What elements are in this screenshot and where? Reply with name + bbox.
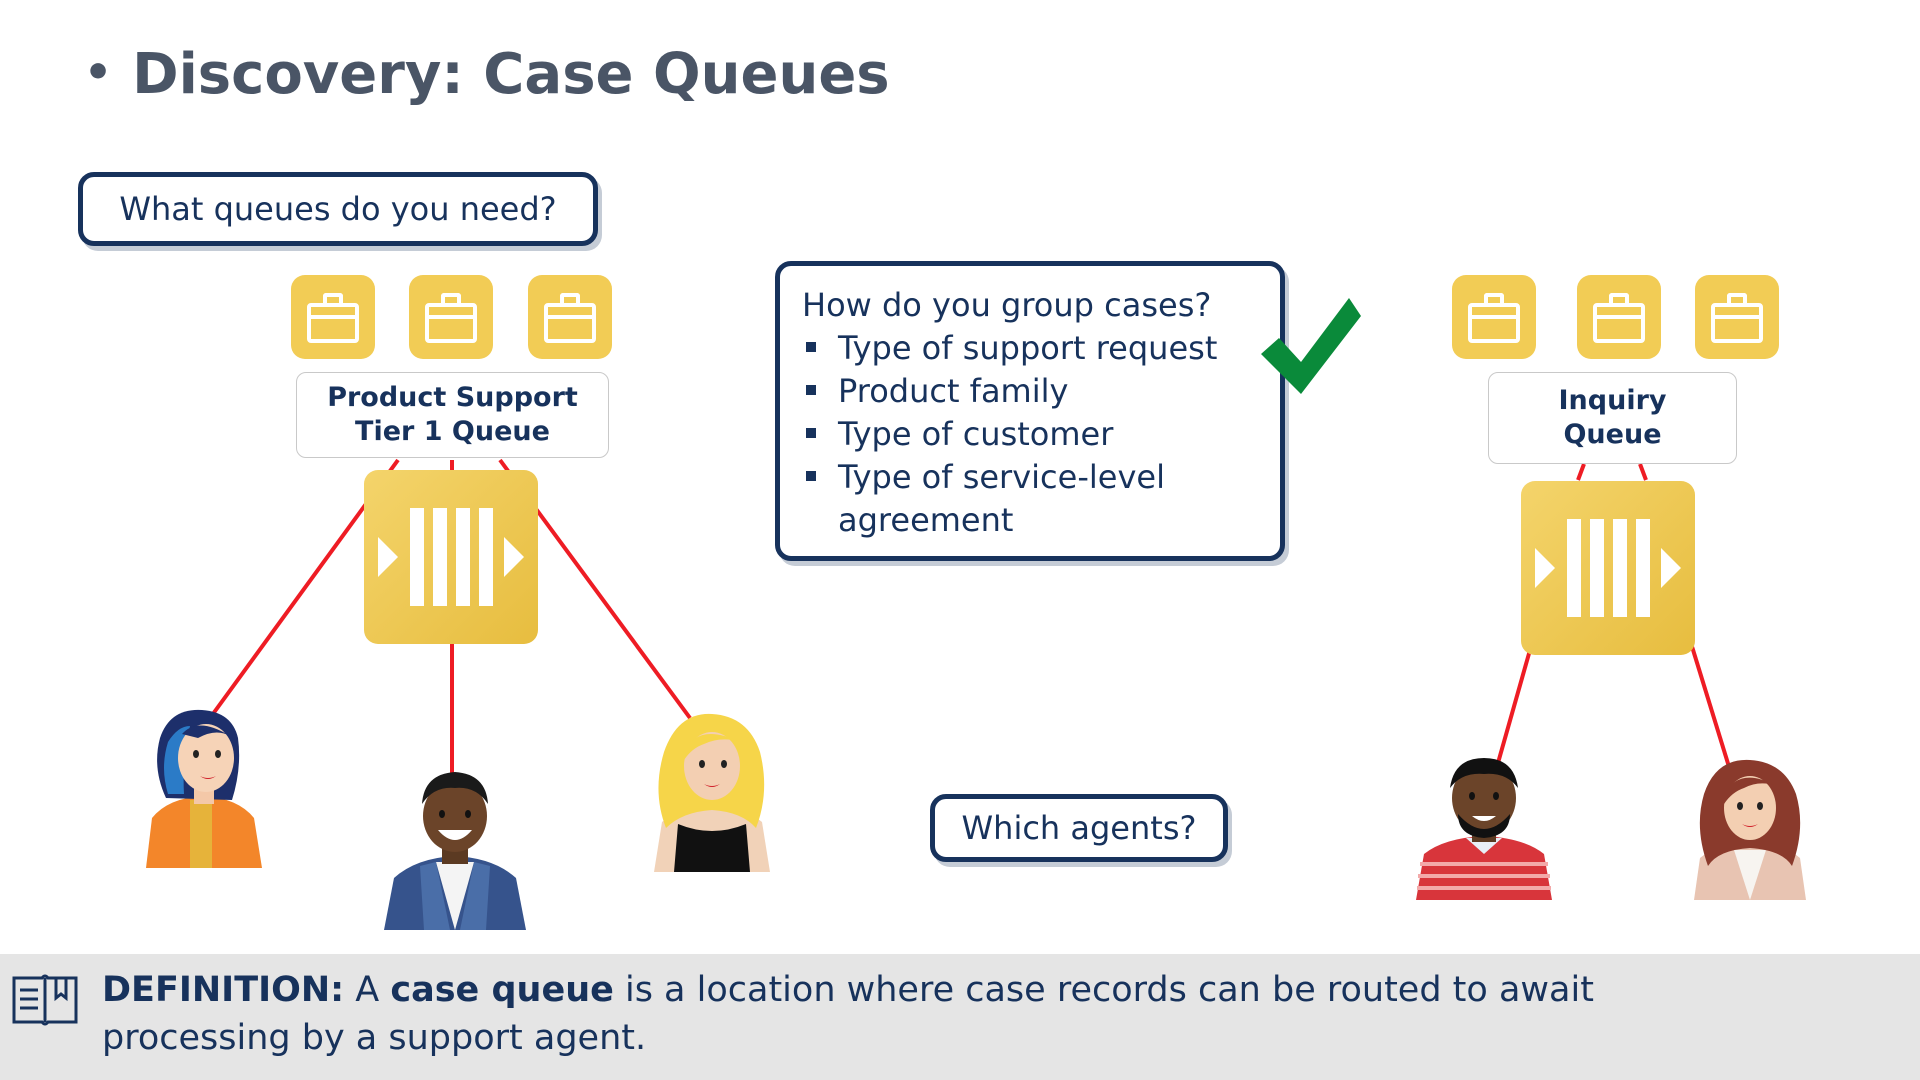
definition-bar	[0, 954, 1920, 1080]
queue-label-line: Tier 1 Queue	[355, 416, 550, 447]
connector-line	[1576, 463, 1586, 481]
grouping-item: Type of support request	[802, 327, 1260, 370]
definition-lead: DEFINITION:	[102, 970, 345, 1010]
connector-line	[1638, 463, 1648, 481]
definition-text: DEFINITION: A case queue is a location w…	[102, 966, 1662, 1062]
grouping-item: Type of customer	[802, 413, 1260, 456]
queues-question-text: What queues do you need?	[119, 190, 557, 228]
grouping-list: Type of support request Product family T…	[802, 327, 1260, 542]
briefcase-icon	[1577, 275, 1661, 359]
queue-glyph	[378, 508, 524, 606]
briefcase-icon	[528, 275, 612, 359]
definition-pre: A	[344, 970, 391, 1010]
agent-avatar	[1694, 759, 1806, 900]
title-bullet: •	[84, 47, 113, 98]
definition-rest: is a location where case records can be …	[102, 970, 1594, 1058]
queues-question-callout: What queues do you need?	[78, 172, 598, 246]
slide-title-text: Discovery: Case Queues	[132, 42, 890, 107]
agent-avatar	[384, 772, 526, 930]
slide-title: • Discovery: Case Queues	[84, 42, 890, 107]
grouping-item: Type of service-level agreement	[802, 456, 1260, 542]
agent-avatar	[654, 713, 770, 872]
briefcase-icon	[1695, 275, 1779, 359]
queue-label-line: Inquiry	[1558, 385, 1667, 416]
grouping-item: Product family	[802, 370, 1260, 413]
connector-line	[1494, 649, 1532, 771]
queue-label-product-support: Product Support Tier 1 Queue	[296, 372, 609, 458]
book-icon	[12, 974, 78, 1026]
queue-label-line: Queue	[1563, 419, 1662, 450]
definition-term: case queue	[390, 970, 614, 1010]
connector-line	[1688, 639, 1732, 771]
briefcase-icon	[291, 275, 375, 359]
queue-icon	[1521, 481, 1695, 655]
agent-avatar	[146, 709, 262, 868]
queue-icon	[364, 470, 538, 644]
queue-label-line: Product Support	[327, 382, 578, 413]
queue-label-inquiry: Inquiry Queue	[1488, 372, 1737, 464]
grouping-heading: How do you group cases?	[802, 286, 1212, 324]
grouping-callout: How do you group cases? Type of support …	[775, 261, 1285, 561]
briefcase-icon	[409, 275, 493, 359]
queue-glyph	[1535, 519, 1681, 617]
briefcase-icon	[1452, 275, 1536, 359]
agent-avatar	[1416, 758, 1552, 900]
agents-question-callout: Which agents?	[930, 794, 1228, 862]
agents-question-text: Which agents?	[961, 809, 1197, 847]
check-icon	[1261, 298, 1361, 394]
